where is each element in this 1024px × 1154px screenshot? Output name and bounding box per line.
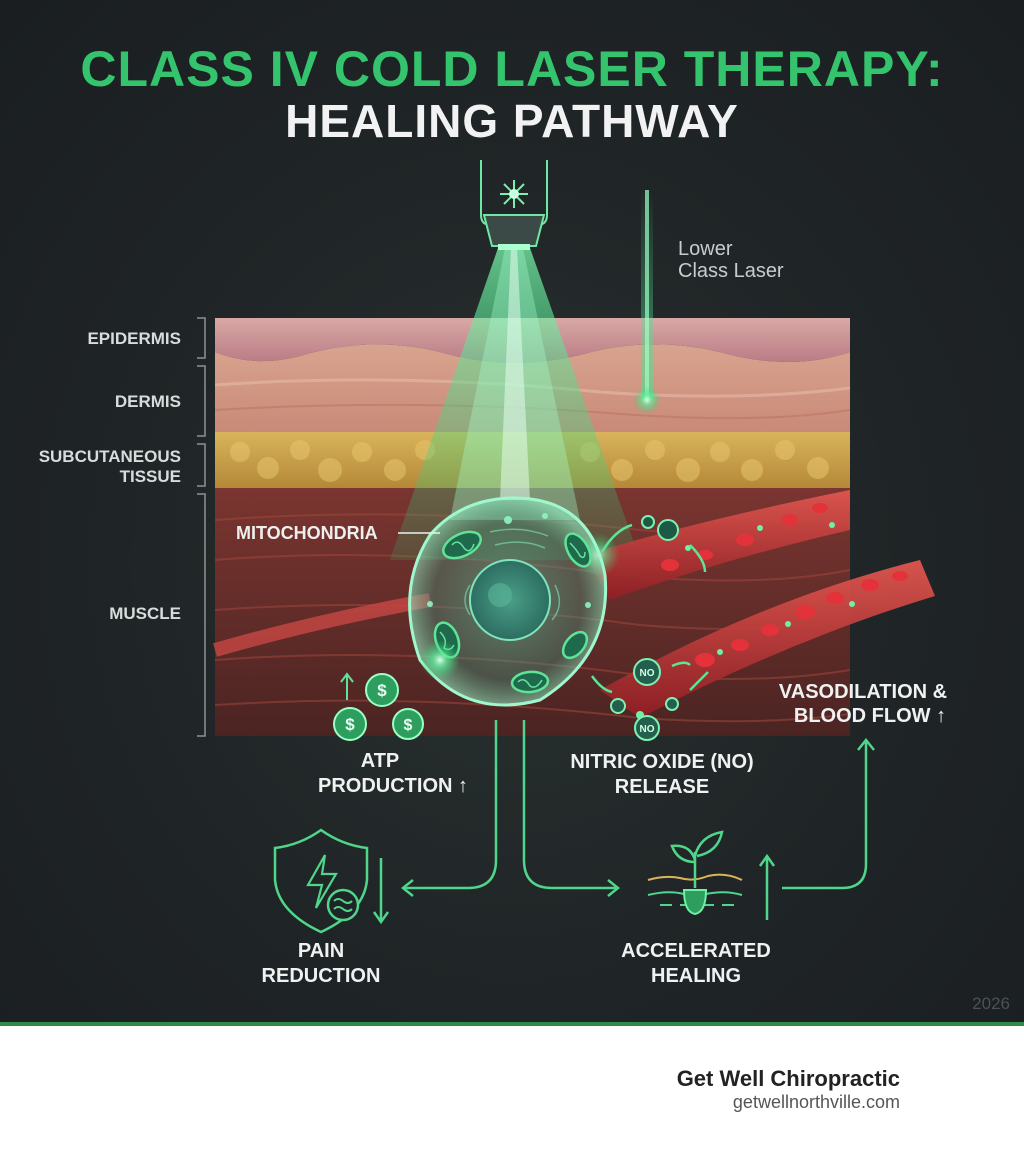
sprout-icon [647, 830, 743, 916]
healing-label-1: ACCELERATED [621, 940, 771, 962]
label-epidermis: EPIDERMIS [87, 329, 181, 348]
flow-arrows [590, 523, 709, 694]
pain-label-2: REDUCTION [262, 965, 381, 987]
muscle-vessel-left [213, 593, 432, 657]
cell [408, 496, 620, 707]
footer-brand-name: Get Well Chiropractic [676, 1066, 900, 1091]
mitochondria-label: MITOCHONDRIA [236, 523, 378, 543]
callout-labels: ATP PRODUCTION ↑ NITRIC OXIDE (NO) RELEA… [262, 681, 948, 987]
shield-lightning-icon [273, 828, 369, 934]
footer-divider [0, 1022, 1024, 1026]
red-blood-cells [661, 503, 908, 667]
atp-label-1: ATP [361, 750, 400, 772]
vaso-label-2: BLOOD FLOW ↑ [794, 705, 946, 727]
label-subcutaneous-2: TISSUE [120, 467, 181, 486]
nitric-label-1: NITRIC OXIDE (NO) [570, 751, 753, 773]
atp-label-2: PRODUCTION ↑ [318, 775, 468, 797]
dark-panel: CLASS IV COLD LASER THERAPY: HEALING PAT… [0, 0, 1024, 1024]
atp-up-arrow [340, 672, 354, 700]
footer-url[interactable]: getwellnorthville.com [732, 1092, 900, 1112]
nitric-oxide-molecules: NO NO [610, 515, 679, 741]
layer-brackets [197, 317, 206, 737]
layer-labels: EPIDERMIS DERMIS SUBCUTANEOUS TISSUE MUS… [39, 329, 181, 623]
diagram-canvas: NO NO $ $ $ [39, 160, 948, 987]
pathway-arrows [372, 720, 875, 925]
no-badge-icon [633, 658, 661, 686]
label-subcutaneous-1: SUBCUTANEOUS [39, 447, 181, 466]
label-muscle: MUSCLE [109, 604, 181, 623]
vaso-label-1: VASODILATION & [779, 681, 947, 703]
svg-text:$: $ [377, 681, 387, 700]
pain-label-1: PAIN [298, 940, 344, 962]
svg-text:$: $ [345, 715, 355, 734]
title-line-1: CLASS IV COLD LASER THERAPY: [80, 41, 944, 97]
label-dermis: DERMIS [115, 392, 181, 411]
lower-class-laser [633, 190, 661, 414]
healing-label-2: HEALING [651, 965, 741, 987]
coin-icon: $ $ $ [333, 673, 424, 741]
no-badge-label-2: NO [640, 724, 655, 735]
class-iv-laser-beam [390, 248, 640, 560]
laser-emitter-icon [480, 160, 548, 250]
blood-vessel-lower [600, 560, 935, 718]
title-line-2: HEALING PATHWAY [285, 95, 739, 147]
svg-text:$: $ [404, 717, 413, 734]
lower-laser-label-1: Lower [678, 238, 733, 260]
blood-vessels [585, 490, 935, 719]
lower-laser-label-2: Class Laser [678, 260, 784, 282]
nitric-label-2: RELEASE [615, 776, 709, 798]
no-badge-label-1: NO [640, 668, 655, 679]
year-label: 2026 [972, 994, 1010, 1013]
